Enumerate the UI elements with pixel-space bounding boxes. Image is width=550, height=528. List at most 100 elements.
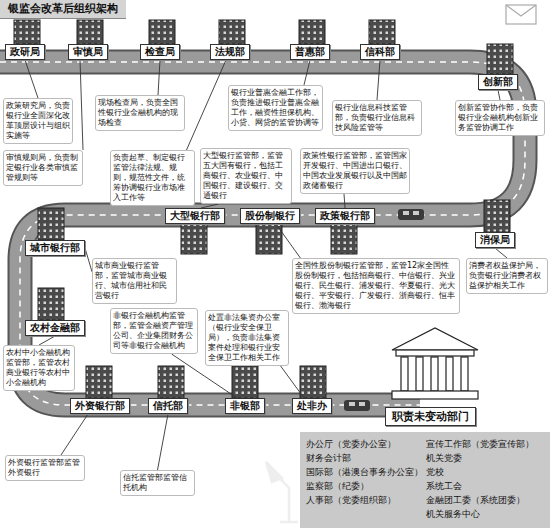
leader-line xyxy=(158,414,169,470)
node-text: 处置非法集资办公室（银行业安全保卫局），负责非法集资案件处理和银行业安全保卫工作… xyxy=(208,313,286,363)
envelope-icon xyxy=(506,5,536,24)
leader-line xyxy=(85,248,92,272)
description-callout: 负责起草、制定银行监管法律法规、规则，规范性文件，统筹协调银行业市场准入工作等 xyxy=(110,150,195,206)
node-text: 信托部 xyxy=(153,400,183,412)
node-text: 消费者权益保护局，负责银行业消费者权益保护相关工作 xyxy=(469,261,545,291)
leader-line xyxy=(61,414,88,455)
node-text: 银行业信息科技监管部，负责银行业信息科技风险监管等 xyxy=(335,103,419,133)
department-label: 城市银行部 xyxy=(25,240,85,256)
leader-line xyxy=(377,60,380,100)
department-label: 大型银行部 xyxy=(165,208,225,224)
department-label: 政策银行部 xyxy=(315,208,375,224)
description-callout: 非银行金融机构监管部，监管金融资产管理公司、企业集团财务公司等非银行金融机构 xyxy=(110,308,198,354)
node-text: 城市商业银行监管部，监管城市商业银行、城市信用社和民营银行 xyxy=(95,261,174,301)
department-label: 处非办 xyxy=(292,398,332,414)
department-label: 创新部 xyxy=(478,74,518,90)
description-callout: 消费者权益保护局，负责银行业消费者权益保护相关工作 xyxy=(466,258,548,294)
leader-line xyxy=(276,224,300,258)
department-label: 农村金融部 xyxy=(25,320,85,336)
node-text: 信科部 xyxy=(365,46,395,58)
description-callout: 审慎规则局，负责制定银行业各类审慎监管规则等 xyxy=(3,150,83,186)
description-callout: 大型银行监管部，监管五大国有银行，包括工商银行、农业银行、中国银行、建设银行、交… xyxy=(200,148,292,204)
node-text: 信托监管部监管信托机构 xyxy=(123,473,192,493)
node-text: 外资银行监管部监管外资银行 xyxy=(8,458,82,478)
node-text: 职责未变动部门 xyxy=(392,410,469,423)
list-item: 金融团工委（系统团委） xyxy=(426,494,544,508)
department-label: 信科部 xyxy=(360,44,400,60)
node-text: 审慎局 xyxy=(73,46,103,58)
node-text: 政策性银行监管部，监管国家开发银行、中国进出口银行、中国农业发展银行以及中国邮政… xyxy=(303,151,407,191)
department-label: 外资银行部 xyxy=(70,398,130,414)
node-text: 处非办 xyxy=(297,400,327,412)
list-item: 监察部（纪委） xyxy=(306,480,422,494)
buildings xyxy=(14,20,513,398)
department-label: 审慎局 xyxy=(68,44,108,60)
department-label: 普惠部 xyxy=(290,44,330,60)
description-callout: 银行业信息科技监管部，负责银行业信息科技风险监管等 xyxy=(332,100,422,136)
road xyxy=(0,62,525,405)
list-item: 机关党委 xyxy=(426,452,544,466)
description-callout: 城市商业银行监管部，监管城市商业银行、城市信用社和民营银行 xyxy=(92,258,177,304)
node-text: 审慎规则局，负责制定银行业各类审慎监管规则等 xyxy=(6,153,80,183)
node-text: 外资银行部 xyxy=(75,400,125,412)
description-callout: 创新监管协作部，负责银行业金融机构创新业务监管协调工作 xyxy=(455,100,545,136)
description-callout: 政策性银行监管部，监管国家开发银行、中国进出口银行、中国农业发展银行以及中国邮政… xyxy=(300,148,410,194)
list-item: 宣传工作部（党委宣传部） xyxy=(426,438,544,452)
node-text: 城市银行部 xyxy=(30,242,80,254)
leader-line xyxy=(80,60,83,150)
department-label: 信托部 xyxy=(148,398,188,414)
node-text: 检查局 xyxy=(145,46,175,58)
node-text: 普惠部 xyxy=(295,46,325,58)
leader-line xyxy=(25,60,38,98)
unchanged-list-panel: 办公厅（党委办公室）财务会计部国际部（港澳台事务办公室）监察部（纪委）人事部（党… xyxy=(300,432,550,528)
road-centerline xyxy=(0,62,525,405)
leader-line xyxy=(281,366,304,398)
node-text: 非银行金融机构监管部，监管金融资产管理公司、企业集团财务公司等非银行金融机构 xyxy=(113,311,195,351)
node-text: 创新部 xyxy=(483,76,513,88)
leader-line xyxy=(158,60,160,95)
list-item: 系统工会 xyxy=(426,480,544,494)
list-item: 机关服务中心 xyxy=(426,508,544,522)
department-label: 职责未变动部门 xyxy=(385,407,476,426)
node-text: 负责起草、制定银行监管法律法规、规则，规范性文件，统筹协调银行业市场准入工作等 xyxy=(113,153,192,203)
node-text: 股份制银行 xyxy=(245,210,295,222)
list-item: 办公厅（党委办公室） xyxy=(306,438,422,452)
node-text: 农村中小金融机构监管部，监管农村商业银行等农村中小金融机构 xyxy=(6,348,72,388)
leader-line xyxy=(498,90,500,100)
list-item: 国际部（港澳台事务办公室） xyxy=(306,466,422,480)
node-text: 大型银行部 xyxy=(170,210,220,222)
road-edge xyxy=(0,62,525,405)
node-text: 银行业普惠金融工作部，负责推进银行业普惠金融工作，融资性担保机构、小贷、网贷的监… xyxy=(231,88,320,128)
description-callout: 现场检查局，负责全国性银行业金融机构的现场检查 xyxy=(95,95,185,131)
department-label: 检查局 xyxy=(140,44,180,60)
node-text: 消保局 xyxy=(480,234,510,246)
node-text: 现场检查局，负责全国性银行业金融机构的现场检查 xyxy=(98,98,182,128)
title-banner: 银监会改革后组织架构 xyxy=(0,0,126,19)
node-text: 创新监管协作部，负责银行业金融机构创新业务监管协调工作 xyxy=(458,103,542,133)
node-text: 政策银行部 xyxy=(320,210,370,222)
department-label: 法规部 xyxy=(210,44,250,60)
department-label: 股份制银行 xyxy=(240,208,300,224)
node-text: 法规部 xyxy=(215,46,245,58)
bank-icon xyxy=(392,328,478,399)
description-callout: 全国性股份制银行监管部，监管12家全国性股份制银行，包括招商银行、中信银行、兴业… xyxy=(292,258,460,314)
leader-line xyxy=(304,60,310,85)
leader-line xyxy=(187,60,227,150)
list-item: 财务会计部 xyxy=(306,452,422,466)
department-label: 非银部 xyxy=(225,398,265,414)
list-item: 人事部（党委组织部） xyxy=(306,494,422,508)
description-callout: 政策研究局，负责银行业全面深化改革顶层设计与组织实施等 xyxy=(3,98,73,144)
node-text: 非银部 xyxy=(230,400,260,412)
list-item: 党校 xyxy=(426,466,544,480)
node-text: 大型银行监管部，监管五大国有银行，包括工商银行、农业银行、中国银行、建设银行、交… xyxy=(203,151,289,201)
lamp-icon xyxy=(266,462,298,522)
leader-line xyxy=(344,194,345,208)
node-text: 政策研究局，负责银行业全面深化改革顶层设计与组织实施等 xyxy=(6,101,70,141)
description-callout: 处置非法集资办公室（银行业安全保卫局），负责非法集资案件处理和银行业安全保卫工作… xyxy=(205,310,289,366)
description-callout: 银行业普惠金融工作部，负责推进银行业普惠金融工作，融资性担保机构、小贷、网贷的监… xyxy=(228,85,323,131)
node-text: 农村金融部 xyxy=(30,322,80,334)
leader-line xyxy=(39,336,55,345)
description-callout: 农村中小金融机构监管部，监管农村商业银行等农村中小金融机构 xyxy=(3,345,75,391)
description-callout: 信托监管部监管信托机构 xyxy=(120,470,195,496)
description-callout: 外资银行监管部监管外资银行 xyxy=(5,455,85,481)
